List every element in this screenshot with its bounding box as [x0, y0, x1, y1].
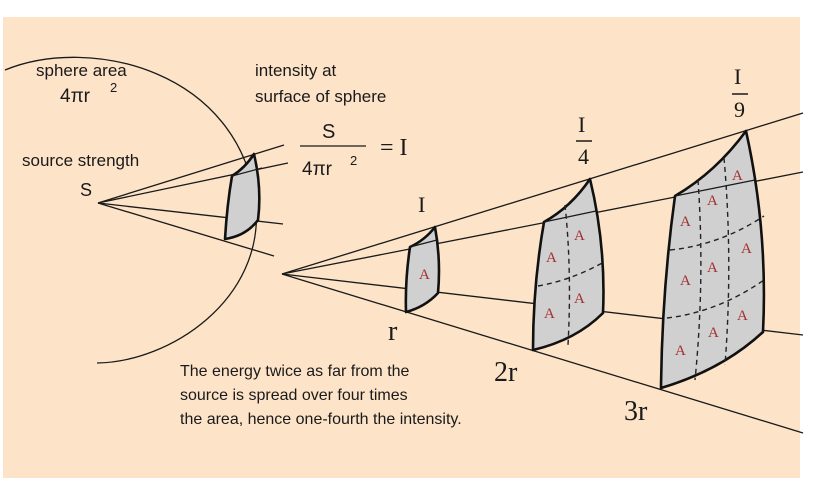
patch-at-r: A [404, 225, 441, 314]
sphere-area-label: sphere area [36, 61, 127, 80]
sphere-surface-patch [223, 152, 261, 241]
distance-3r: 3r [624, 396, 648, 427]
patch-at-2r: A A A A [531, 177, 605, 352]
area-label: A [680, 273, 691, 289]
area-label: A [419, 267, 430, 283]
area-label: A [680, 214, 691, 230]
diagram-background [3, 17, 800, 478]
distance-2r: 2r [494, 357, 518, 388]
area-label: A [732, 168, 743, 184]
fraction-numerator: S [322, 121, 335, 143]
sphere-area-exponent: 2 [110, 80, 117, 95]
distance-r: r [388, 316, 398, 347]
patch-at-3r: A A A A A A A A A [659, 129, 766, 390]
source-strength-label: source strength [22, 151, 139, 170]
area-label: A [574, 291, 585, 307]
sphere-outline [4, 56, 258, 364]
area-label: A [707, 260, 718, 276]
area-label: A [741, 241, 752, 257]
sphere-area-formula: 4πr [60, 86, 91, 107]
area-label: A [708, 325, 719, 341]
intensity-at-r: I [418, 192, 425, 217]
area-label: A [707, 193, 718, 209]
intensity-label-line1: intensity at [255, 61, 337, 80]
caption-line2: source is spread over four times [180, 387, 408, 404]
area-label: A [737, 308, 748, 324]
caption-line1: The energy twice as far from the [180, 363, 410, 380]
intensity-at-3r-numerator: I [734, 64, 741, 89]
intensity-label-line2: surface of sphere [255, 87, 386, 106]
area-label: A [546, 250, 557, 266]
intensity-at-2r-numerator: I [578, 112, 585, 137]
area-label: A [675, 343, 686, 359]
source-symbol: S [80, 180, 92, 200]
fraction-denominator: 4πr [302, 159, 333, 180]
area-label: A [544, 306, 555, 322]
intensity-at-2r-denominator: 4 [578, 144, 589, 169]
equals-intensity: = I [380, 135, 408, 161]
fraction-exponent: 2 [350, 153, 357, 168]
area-label: A [574, 228, 585, 244]
caption-line3: the area, hence one-fourth the intensity… [180, 411, 462, 428]
intensity-at-3r-denominator: 9 [734, 97, 745, 122]
